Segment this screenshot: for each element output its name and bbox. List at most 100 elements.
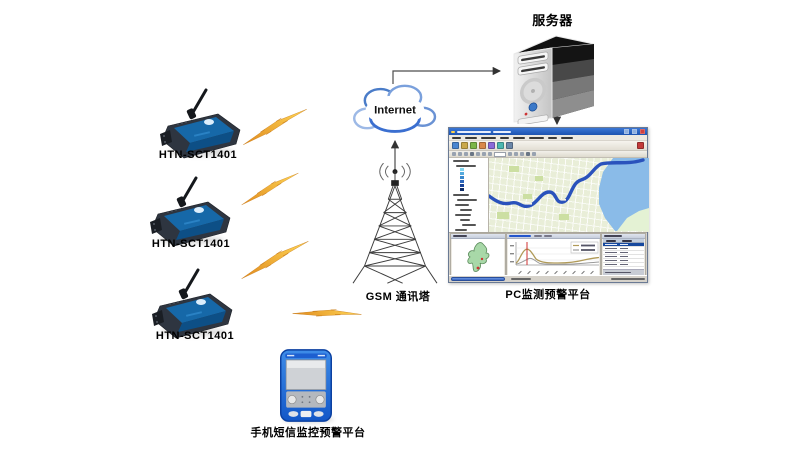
toolbar-icon-small — [488, 152, 492, 156]
table-body — [603, 239, 644, 275]
overview-region-shape — [467, 242, 490, 272]
device-3-label: HTN-SCT1401 — [155, 330, 235, 342]
overview-panel-header — [451, 234, 505, 239]
tick-mark — [536, 270, 540, 275]
tree-item — [456, 165, 476, 167]
tree-item — [457, 199, 477, 201]
menu-item — [513, 136, 525, 139]
wireless-signal-lightning-icon — [243, 108, 307, 146]
internet-label: Internet — [374, 105, 416, 117]
menu-item — [465, 136, 477, 139]
toolbar-icon — [479, 142, 486, 149]
chart-panel-header — [507, 234, 600, 239]
device-2-label: HTN-SCT1401 — [151, 238, 231, 250]
tick-mark — [545, 270, 549, 275]
status-coordinates — [611, 278, 645, 280]
tree-item — [460, 219, 470, 221]
chart-line-2 — [515, 257, 599, 265]
tree-item — [455, 204, 469, 206]
toolbar-icon-small — [476, 152, 480, 156]
window-title-text — [493, 130, 511, 133]
server-label: 服务器 — [532, 13, 573, 28]
tree-item — [455, 214, 471, 216]
tick-mark — [572, 270, 576, 275]
wireless-signal-lightning-icon — [240, 240, 310, 280]
toolbar-main — [449, 141, 647, 151]
pda-phone-icon — [280, 349, 332, 422]
window-icon — [451, 130, 455, 133]
table-footer — [603, 269, 644, 275]
close-button-icon — [640, 129, 645, 134]
wireless-signal-lightning-icon — [238, 172, 302, 206]
toolbar-icon — [506, 142, 513, 149]
status-bar — [449, 275, 647, 282]
device-1-label: HTN-SCT1401 — [158, 149, 238, 161]
chart-ticks — [514, 268, 597, 275]
tick-mark — [581, 270, 585, 275]
legend-swatch — [460, 176, 464, 179]
status-progress-bar — [451, 277, 505, 281]
table-cell-time — [605, 255, 617, 258]
table-row — [603, 243, 644, 247]
table-cell-time — [605, 243, 617, 246]
table-row — [603, 263, 644, 267]
status-text — [511, 278, 531, 280]
table-cell-time — [605, 251, 617, 254]
tree-item — [460, 209, 472, 211]
water-level-chart — [510, 241, 599, 266]
menu-item — [452, 136, 461, 139]
toolbar-icon-small — [458, 152, 462, 156]
legend-swatch — [460, 188, 464, 191]
toolbar-icon — [497, 142, 504, 149]
gsm-lattice-tower-icon — [352, 163, 438, 284]
overview-map-panel — [450, 233, 506, 277]
legend-swatch — [460, 180, 464, 183]
minimize-button-icon — [624, 129, 629, 134]
gis-monitoring-app-screenshot — [448, 127, 649, 283]
legend-swatch — [460, 184, 464, 187]
map-features — [489, 158, 649, 231]
map-view — [489, 158, 649, 232]
table-cell-value — [620, 263, 628, 266]
toolbar-icon-small — [482, 152, 486, 156]
tree-item — [453, 194, 469, 196]
window-bottom-band — [449, 232, 647, 277]
tick-mark — [554, 270, 558, 275]
window-titlebar — [449, 128, 647, 135]
toolbar-secondary — [449, 151, 647, 158]
tree-item — [455, 229, 467, 231]
layer-tree-items — [451, 194, 488, 231]
legend-swatch — [460, 172, 464, 175]
toolbar-icon — [452, 142, 459, 149]
menu-item — [561, 136, 573, 139]
mobile-platform-label: 手机短信监控预警平台 — [250, 427, 366, 439]
tick-mark — [527, 270, 531, 275]
legend-swatch — [460, 168, 464, 171]
toolbar-icon-small — [470, 152, 474, 156]
layer-tree-panel — [449, 158, 489, 232]
chart-line-1 — [515, 248, 599, 264]
table-column-headers — [603, 239, 644, 243]
table-cell-value — [620, 243, 628, 246]
tick-mark — [590, 270, 594, 275]
table-row — [603, 255, 644, 259]
table-row — [603, 259, 644, 263]
tick-mark — [563, 270, 567, 275]
tree-item — [462, 224, 476, 226]
chart-legend — [570, 241, 599, 254]
internet-cloud-icon: Internet — [352, 84, 437, 133]
toolbar-icon-small — [508, 152, 512, 156]
window-title-text — [457, 130, 491, 133]
toolbar-dropdown — [494, 151, 506, 157]
pc-platform-label: PC监测预警平台 — [505, 289, 591, 301]
table-cell-time — [605, 263, 617, 266]
toolbar-alert-icon — [637, 142, 644, 149]
table-panel-header — [602, 234, 645, 239]
table-cell-value — [620, 255, 628, 258]
menu-bar — [449, 135, 647, 141]
table-cell-time — [605, 259, 617, 262]
table-cell-time — [605, 247, 617, 250]
table-row — [603, 251, 644, 255]
data-table-rows — [603, 243, 644, 267]
